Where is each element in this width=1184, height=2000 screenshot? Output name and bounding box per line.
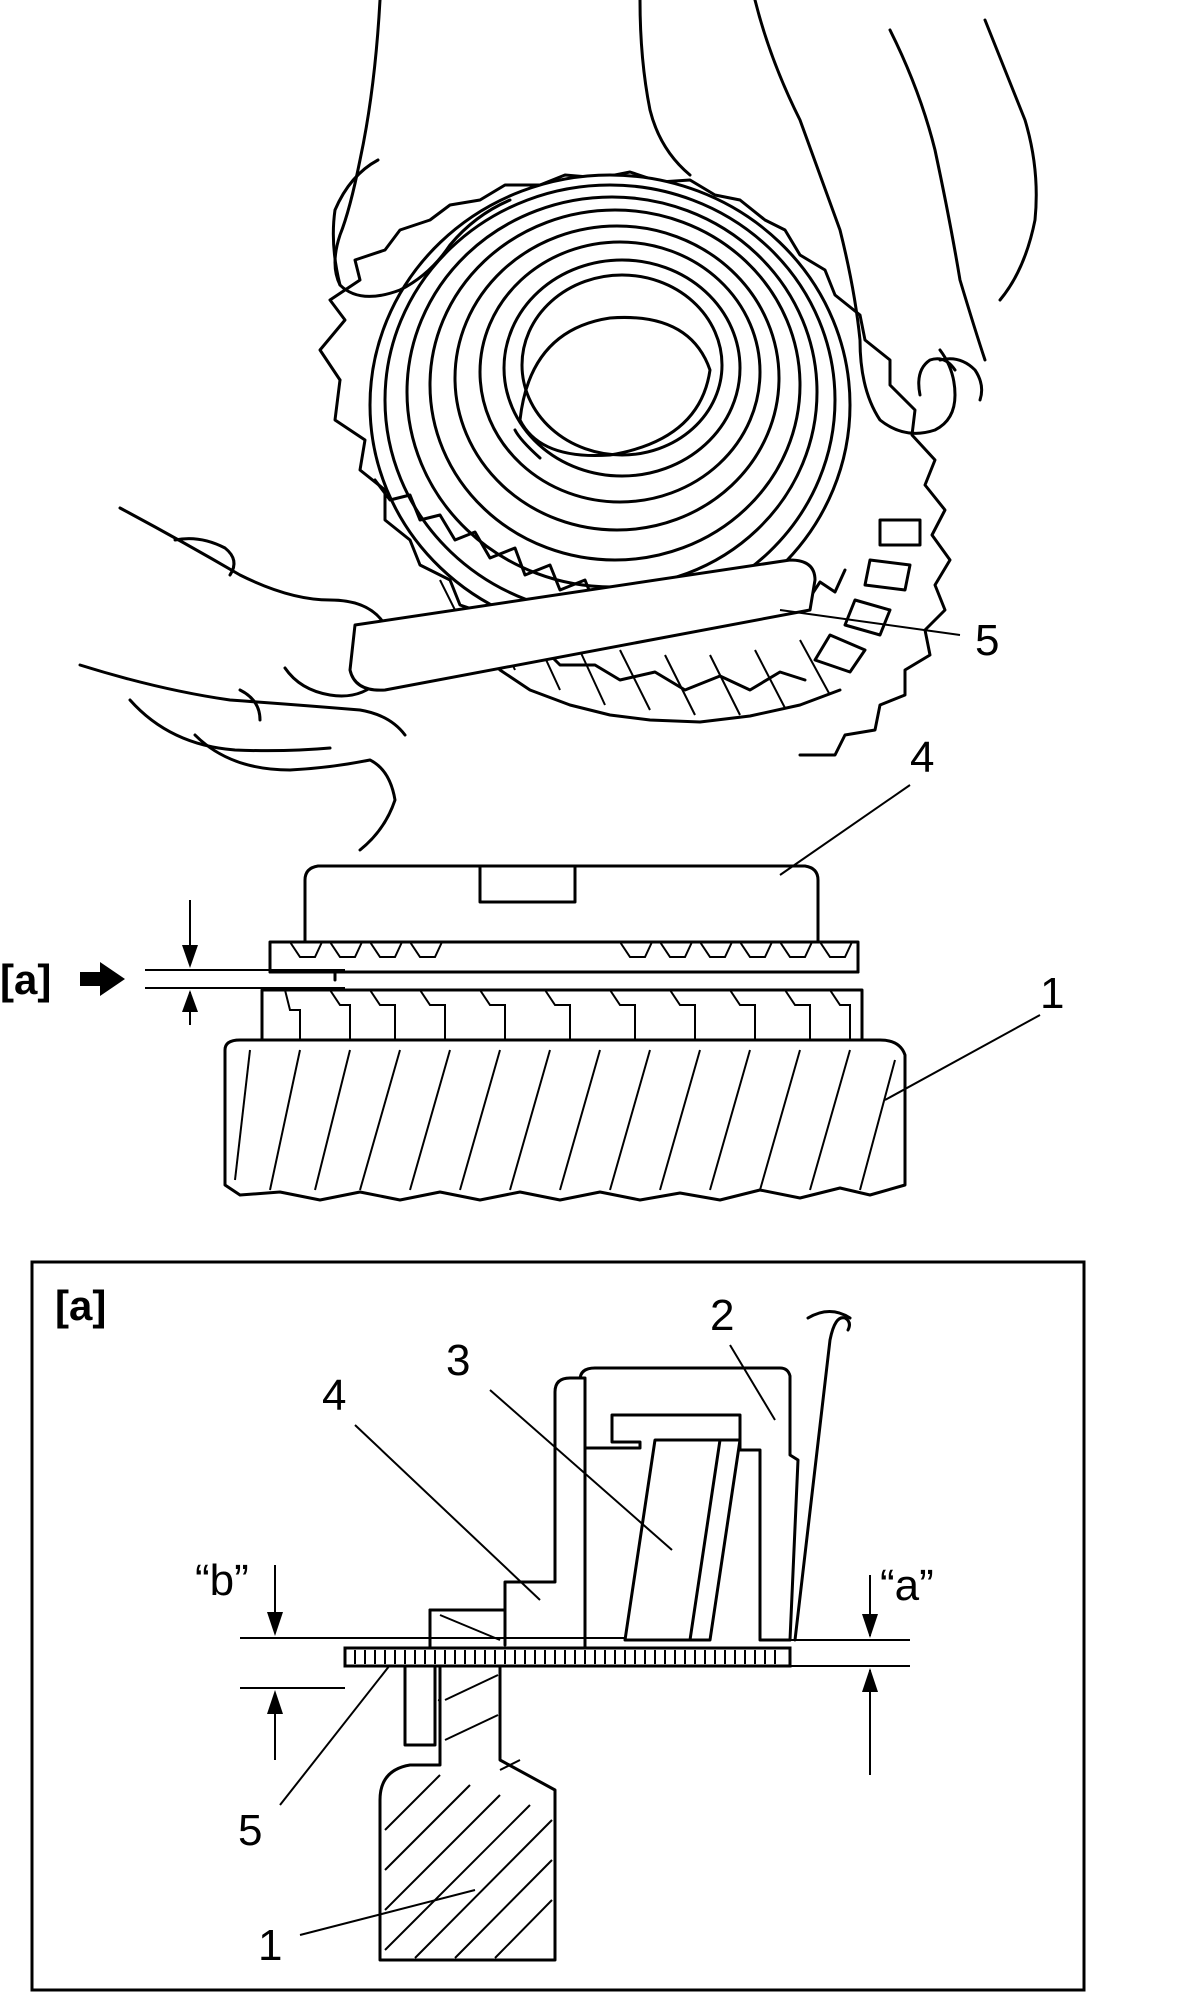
leader-line-5 xyxy=(279,1664,391,1806)
label-part-3: 3 xyxy=(446,1336,470,1385)
feeler-gauge-blade xyxy=(348,558,817,692)
part-2-sleeve xyxy=(578,1366,800,1642)
leader-line-3 xyxy=(489,1389,673,1551)
detail-cross-section xyxy=(343,1310,852,1962)
section-reference-label: [a] xyxy=(0,956,51,1003)
side-view-assembly xyxy=(223,864,907,1202)
detail-title: [a] xyxy=(55,1282,106,1329)
synchronizer-ring-side xyxy=(303,864,820,944)
leader-line-1 xyxy=(299,1889,476,1936)
leader-line-4 xyxy=(354,1424,541,1601)
leader-line-4-top xyxy=(779,784,911,876)
hand-illustration-upper xyxy=(331,0,1038,435)
label-part-1-top: 1 xyxy=(1040,969,1064,1018)
gear-and-hand-illustration xyxy=(78,0,1038,852)
detail-view-box xyxy=(30,1260,1086,1992)
part-3-ring xyxy=(623,1438,722,1642)
part-1-gear xyxy=(378,1664,557,1962)
label-part-5: 5 xyxy=(238,1806,262,1855)
synchronizer-ring-illustration xyxy=(368,173,852,637)
label-part-4-top: 4 xyxy=(910,733,934,782)
helical-gear-side xyxy=(223,1038,907,1202)
dimension-b xyxy=(240,1565,625,1760)
leader-line-2 xyxy=(729,1344,776,1421)
leader-line-5-top xyxy=(779,609,961,636)
dimension-a xyxy=(790,1575,910,1775)
label-part-2: 2 xyxy=(710,1291,734,1340)
gap-dimension-top xyxy=(80,900,345,1025)
part-5-blade xyxy=(343,1646,792,1668)
label-part-5-top: 5 xyxy=(975,616,999,665)
label-part-4: 4 xyxy=(322,1371,346,1420)
label-part-1: 1 xyxy=(258,1921,282,1970)
hand-illustration-lower xyxy=(78,506,407,852)
dimension-a-label: “a” xyxy=(880,1561,934,1610)
dimension-b-label: “b” xyxy=(195,1556,249,1605)
arrow-icon xyxy=(80,962,125,996)
leader-line-1-top xyxy=(884,1014,1041,1101)
